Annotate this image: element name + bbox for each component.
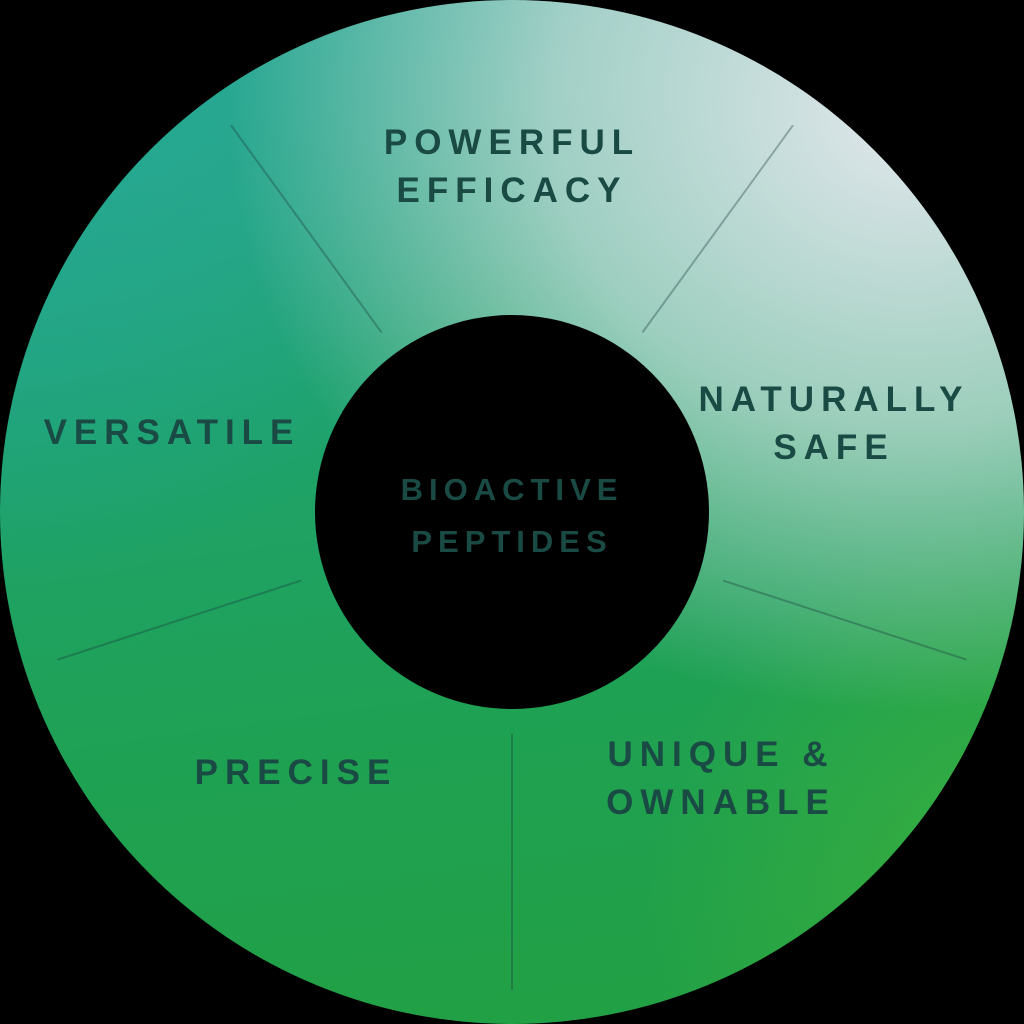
- center-title-line: BIOACTIVE: [400, 472, 624, 507]
- segment-divider: [511, 734, 513, 990]
- segment-label-line: PRECISE: [194, 753, 398, 792]
- segment-label-line: SAFE: [773, 428, 895, 467]
- segment-label-line: EFFICACY: [396, 171, 628, 210]
- donut-hole: [315, 315, 709, 709]
- segment-label-line: UNIQUE &: [607, 735, 835, 774]
- segment-label-versatile: VERSATILE: [44, 409, 301, 457]
- segment-label-precise: PRECISE: [195, 749, 398, 797]
- segment-label-unique-ownable: UNIQUE & OWNABLE: [606, 731, 836, 827]
- segment-label-naturally-safe: NATURALLY SAFE: [698, 376, 969, 472]
- segment-label-line: POWERFUL: [383, 123, 641, 162]
- center-title: BIOACTIVE PEPTIDES: [401, 464, 624, 568]
- segment-label-powerful-efficacy: POWERFUL EFFICACY: [384, 119, 640, 215]
- center-title-line: PEPTIDES: [411, 524, 613, 559]
- segment-label-line: VERSATILE: [43, 413, 301, 452]
- segment-label-line: NATURALLY: [698, 380, 970, 419]
- segment-label-line: OWNABLE: [606, 783, 836, 822]
